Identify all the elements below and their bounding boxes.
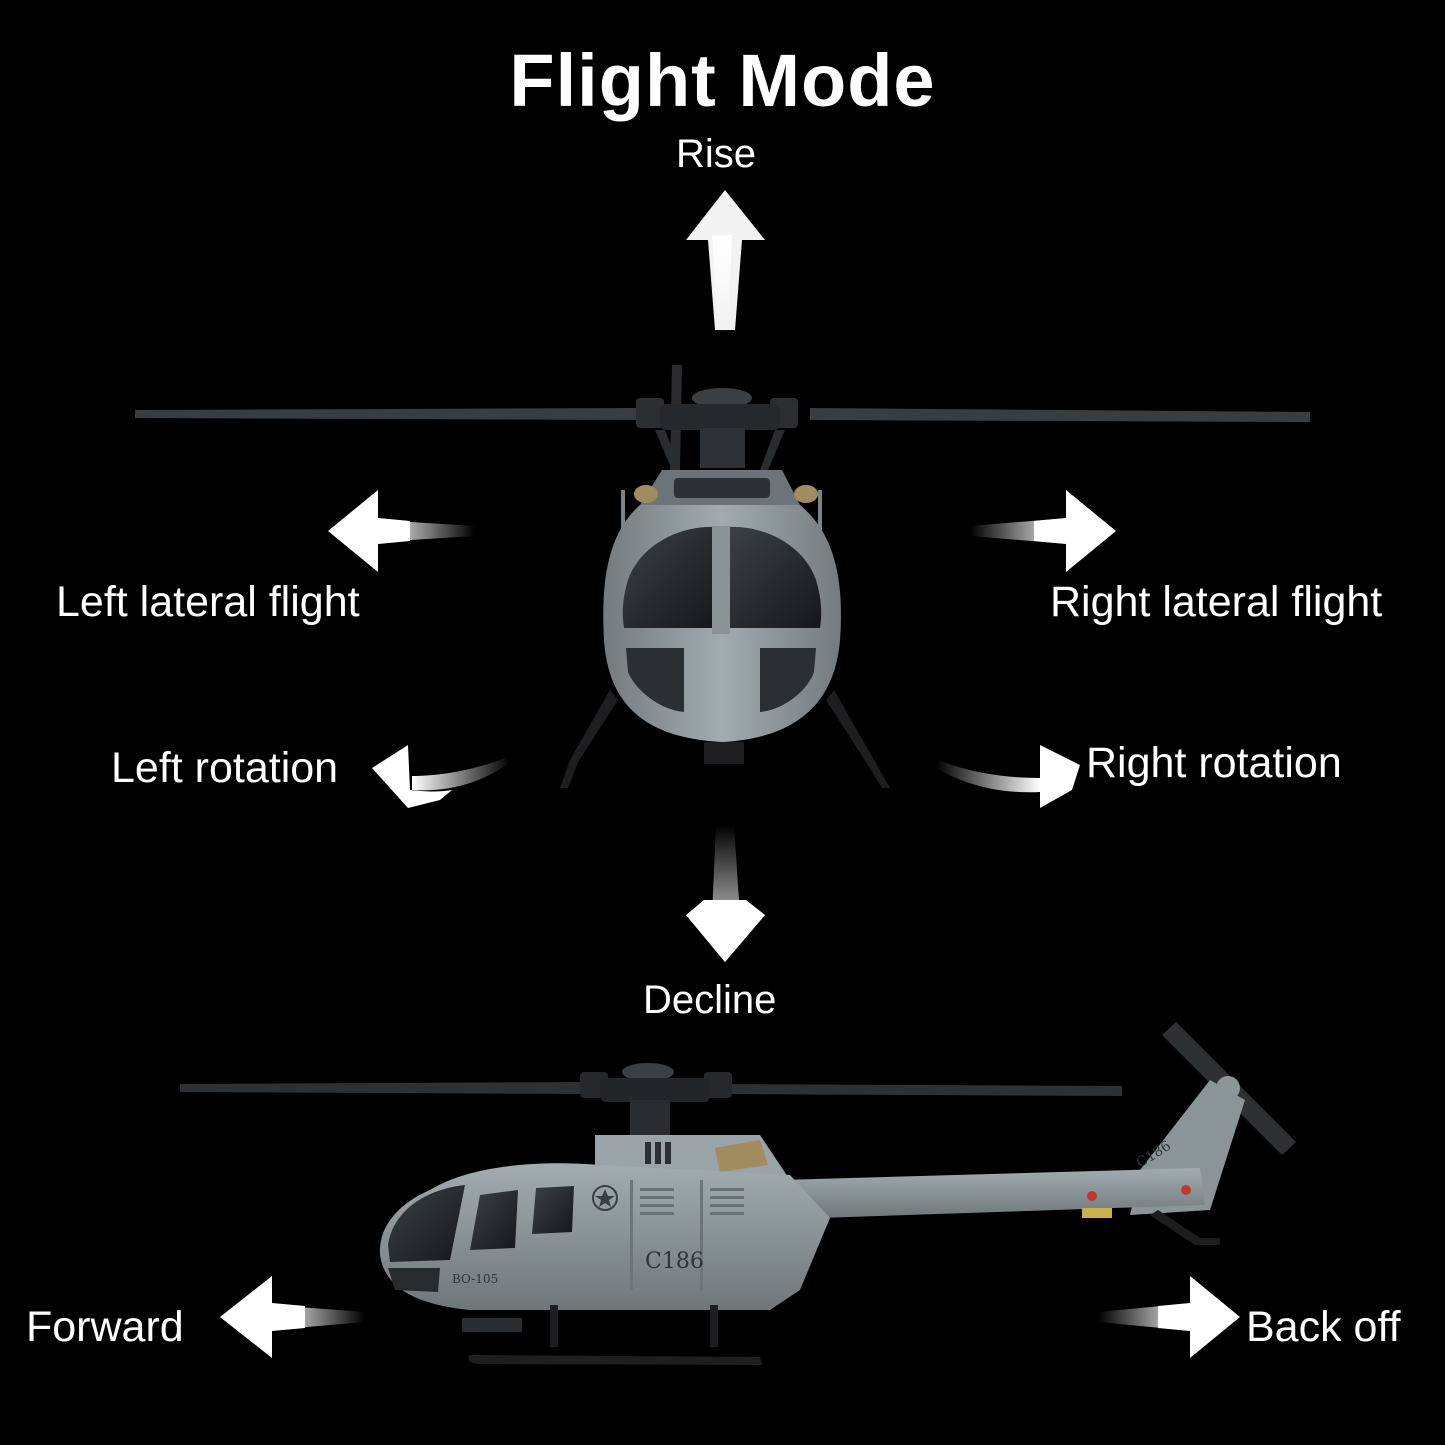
right-rotation-arrow-icon: [936, 745, 1080, 808]
helicopter-side-view: C186 BO-105 C186: [180, 1022, 1296, 1365]
right-lateral-arrow-icon: [970, 490, 1116, 572]
left-lateral-flight-label: Left lateral flight: [56, 578, 360, 626]
left-rotation-label: Left rotation: [111, 744, 339, 792]
type-label: BO-105: [452, 1272, 498, 1286]
forward-label: Forward: [26, 1303, 184, 1351]
page-title: Flight Mode: [509, 39, 936, 122]
back-off-label: Back off: [1246, 1303, 1401, 1351]
rise-label: Rise: [676, 132, 757, 176]
forward-arrow-icon: [220, 1276, 365, 1358]
left-lateral-arrow-icon: [328, 490, 475, 572]
model-label: C186: [645, 1249, 704, 1274]
decline-arrow-icon: [686, 825, 765, 962]
right-rotation-label: Right rotation: [1086, 739, 1342, 787]
back-off-arrow-icon: [1098, 1276, 1240, 1358]
left-rotation-arrow-icon: [372, 745, 510, 808]
right-lateral-flight-label: Right lateral flight: [1050, 578, 1383, 626]
helicopter-front-view: [135, 365, 1310, 788]
rise-arrow-icon: [686, 190, 765, 335]
decline-label: Decline: [643, 978, 777, 1022]
